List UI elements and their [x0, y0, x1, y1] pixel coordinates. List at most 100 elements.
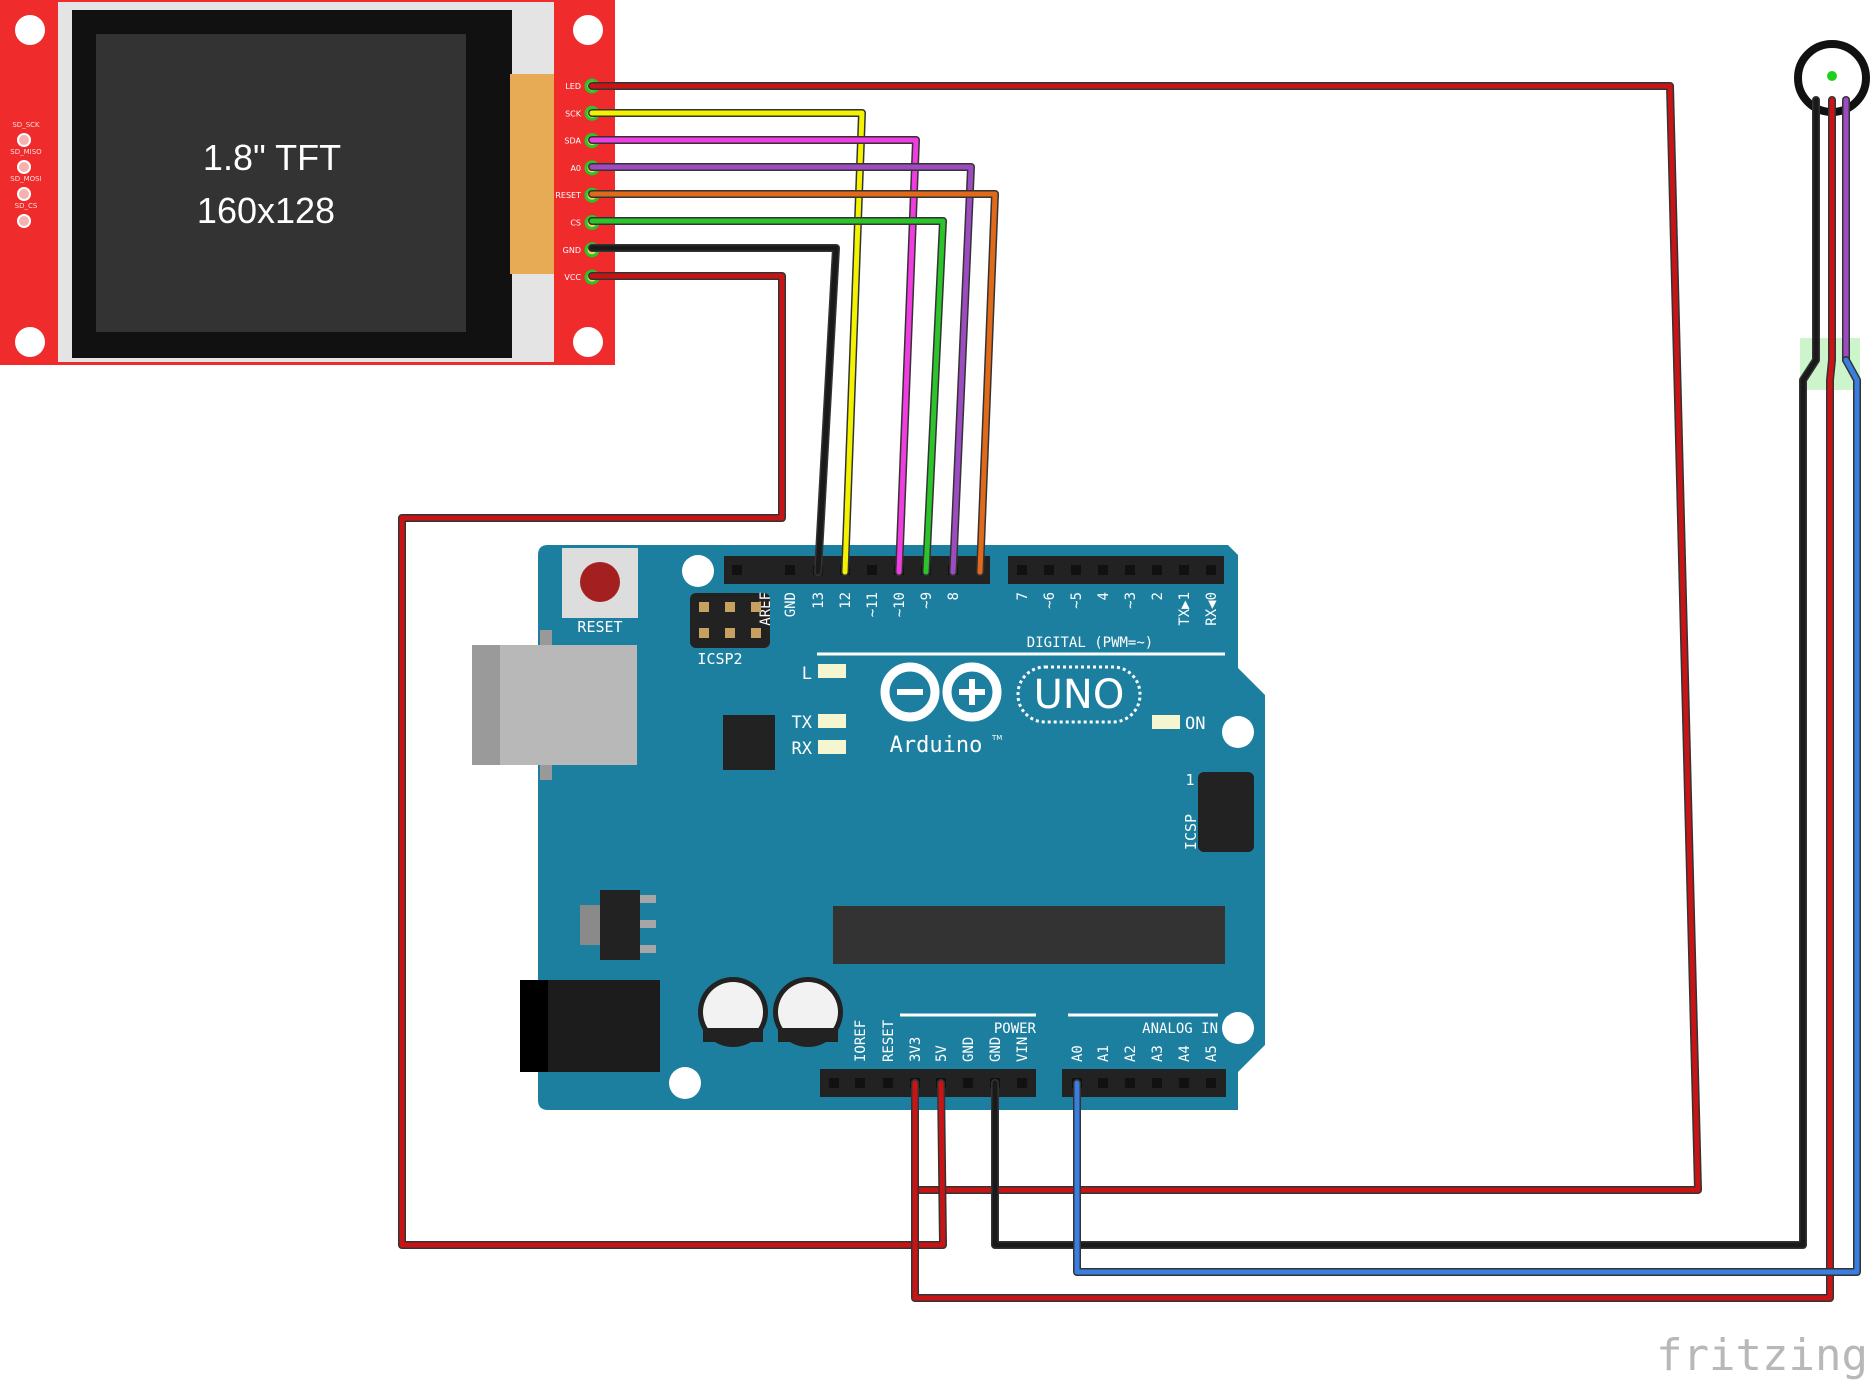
icsp2-header — [690, 593, 770, 648]
sd-pin-label: SD_CS — [15, 202, 38, 210]
power-pin-label: 5V — [934, 1045, 950, 1062]
wire-sensor-signal-a0[interactable] — [1074, 357, 1860, 1275]
wire-cs-10[interactable] — [589, 218, 946, 575]
wire-gnd-outline — [588, 244, 840, 576]
icsp2-pin[interactable] — [751, 602, 761, 612]
digital-pin[interactable] — [1071, 565, 1081, 575]
digital-header-left — [724, 556, 990, 584]
icsp2-pin[interactable] — [725, 628, 735, 638]
icsp2-pin[interactable] — [725, 602, 735, 612]
power-pin-label: RESET — [881, 1019, 897, 1062]
wire-vcc-5v[interactable] — [399, 273, 946, 1248]
power-header — [820, 1069, 1036, 1097]
sd-pin-label: SD_MOSI — [10, 175, 41, 183]
regulator-leg — [640, 920, 656, 928]
led-l — [818, 664, 846, 678]
digital-pin[interactable] — [732, 565, 742, 575]
tft-module: 1.8" TFT 160x128 SD_SCKSD_MISOSD_MOSISD_… — [0, 0, 615, 365]
digital-pin[interactable] — [1125, 565, 1135, 575]
digital-pin-label: ~3 — [1123, 592, 1139, 609]
analog-pin[interactable] — [1206, 1078, 1216, 1088]
wire-gnd[interactable] — [589, 245, 839, 575]
power-pin[interactable] — [829, 1078, 839, 1088]
sd-pin[interactable] — [17, 214, 31, 228]
capacitor-top — [703, 982, 763, 1042]
tft-pin-label: SCK — [565, 109, 582, 118]
digital-pin[interactable] — [1152, 565, 1162, 575]
mounting-hole — [15, 327, 45, 357]
tft-pin-label: VCC — [564, 273, 581, 282]
sd-pin[interactable] — [17, 187, 31, 201]
led-on-label: ON — [1185, 714, 1205, 734]
digital-pin[interactable] — [785, 565, 795, 575]
mounting-hole — [682, 555, 714, 587]
power-pin-label: GND — [961, 1037, 977, 1062]
analog-pin-label: A4 — [1177, 1045, 1193, 1062]
tft-pin-label: CS — [570, 219, 581, 228]
digital-pin-label: 13 — [811, 592, 827, 609]
tft-title-line2: 160x128 — [197, 190, 335, 231]
mounting-hole — [1222, 716, 1254, 748]
power-pin-label: 3V3 — [908, 1037, 924, 1062]
power-pin[interactable] — [963, 1078, 973, 1088]
reset-button[interactable] — [580, 562, 620, 602]
digital-pin[interactable] — [1179, 565, 1189, 575]
analog-pin[interactable] — [1125, 1078, 1135, 1088]
digital-pin-label: ~11 — [865, 592, 881, 617]
sd-pin[interactable] — [17, 160, 31, 174]
digital-pin[interactable] — [1044, 565, 1054, 575]
digital-pin-label: 2 — [1150, 592, 1166, 600]
capacitor-stripe — [703, 1028, 763, 1042]
analog-pin-label: A2 — [1123, 1045, 1139, 1062]
wire-reset-8[interactable] — [589, 191, 998, 575]
analog-pin-label: A3 — [1150, 1045, 1166, 1062]
power-pin[interactable] — [1017, 1078, 1027, 1088]
wire-sensor-gnd[interactable] — [992, 97, 1819, 1248]
sd-pin[interactable] — [17, 133, 31, 147]
tft-pin-label: GND — [563, 246, 581, 255]
analog-pin[interactable] — [1098, 1078, 1108, 1088]
power-pin[interactable] — [855, 1078, 865, 1088]
tft-title-line1: 1.8" TFT — [203, 137, 341, 178]
tft-pin-label: LED — [565, 82, 581, 91]
digital-pin[interactable] — [1206, 565, 1216, 575]
arduino-logo-icon — [880, 662, 1002, 722]
tft-screen — [96, 34, 466, 332]
wire-a0-9[interactable] — [589, 164, 974, 575]
analog-pin[interactable] — [1152, 1078, 1162, 1088]
icsp2-pin[interactable] — [699, 628, 709, 638]
power-pin-label: VIN — [1015, 1037, 1031, 1062]
led-tx-label: TX — [792, 713, 813, 733]
analog-header — [1062, 1069, 1226, 1097]
power-pin[interactable] — [883, 1078, 893, 1088]
digital-pin-label: TX▶1 — [1177, 592, 1193, 626]
regulator-tab — [580, 905, 600, 945]
power-jack-side — [520, 980, 548, 1072]
tft-pin-label: SDA — [564, 137, 581, 146]
led-rx — [818, 740, 846, 754]
analog-pin-label: A0 — [1070, 1045, 1086, 1062]
capacitor-stripe — [778, 1028, 838, 1042]
wire-sck-13[interactable] — [589, 110, 865, 575]
digital-label: DIGITAL (PWM=~) — [1027, 635, 1153, 651]
digital-pin[interactable] — [867, 565, 877, 575]
fritzing-watermark: fritzing — [1656, 1330, 1868, 1380]
digital-pin-label: RX◀0 — [1204, 592, 1220, 626]
icsp2-pin[interactable] — [751, 628, 761, 638]
regulator-body — [600, 890, 640, 960]
analog-pin[interactable] — [1179, 1078, 1189, 1088]
led-rx-label: RX — [792, 739, 813, 759]
wire-sda-11[interactable] — [589, 137, 919, 575]
regulator-leg — [640, 945, 656, 953]
digital-pin[interactable] — [1017, 565, 1027, 575]
tft-flex-cable — [510, 74, 554, 274]
tft-pin-label: A0 — [570, 164, 581, 173]
icsp2-pin[interactable] — [699, 602, 709, 612]
digital-pin[interactable] — [1098, 565, 1108, 575]
analog-label: ANALOG IN — [1142, 1021, 1218, 1037]
digital-pin-label: ~9 — [919, 592, 935, 609]
wire-sensor-vcc[interactable] — [912, 97, 1835, 1301]
digital-pin-label: ~6 — [1042, 592, 1058, 609]
